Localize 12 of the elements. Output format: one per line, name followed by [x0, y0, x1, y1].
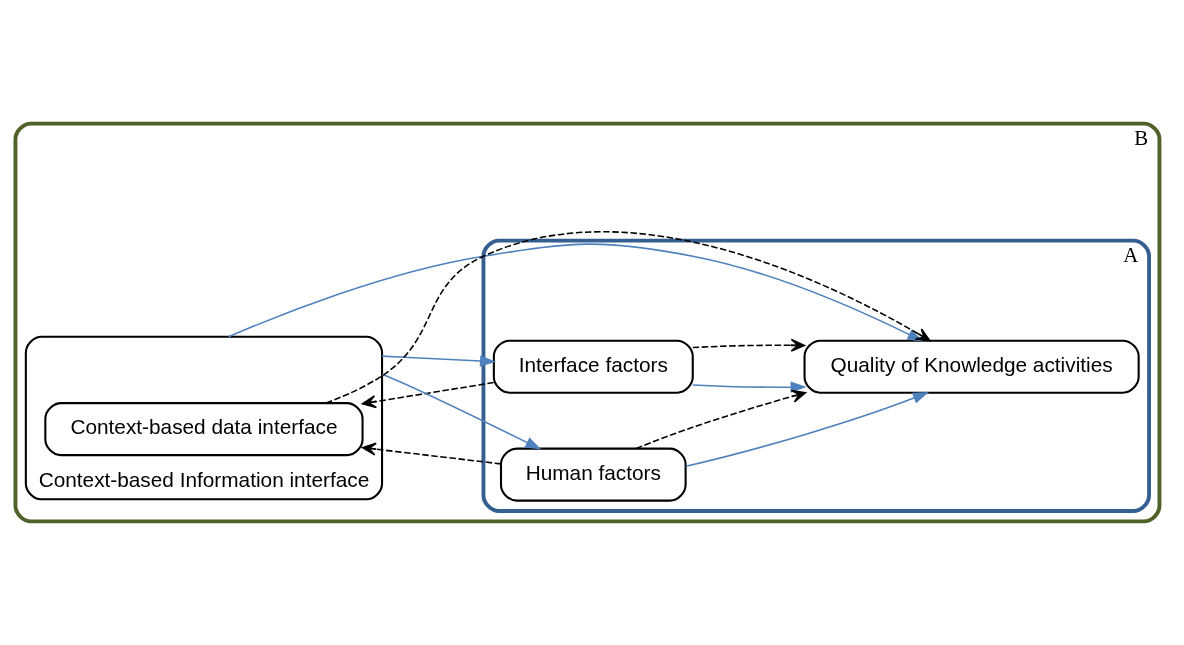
arrow	[325, 231, 931, 404]
arrow	[692, 338, 806, 352]
arrow	[361, 381, 495, 409]
node-box: Human factors	[499, 447, 687, 502]
arrow	[361, 442, 502, 465]
node-box: Interface factors	[492, 339, 694, 394]
arrow	[381, 355, 497, 367]
arrow	[685, 392, 929, 467]
node-box: Context-based data interface	[44, 402, 364, 457]
arrow	[635, 389, 807, 450]
node-box: Quality of Knowledge activities	[803, 339, 1140, 394]
arrow	[381, 373, 542, 450]
